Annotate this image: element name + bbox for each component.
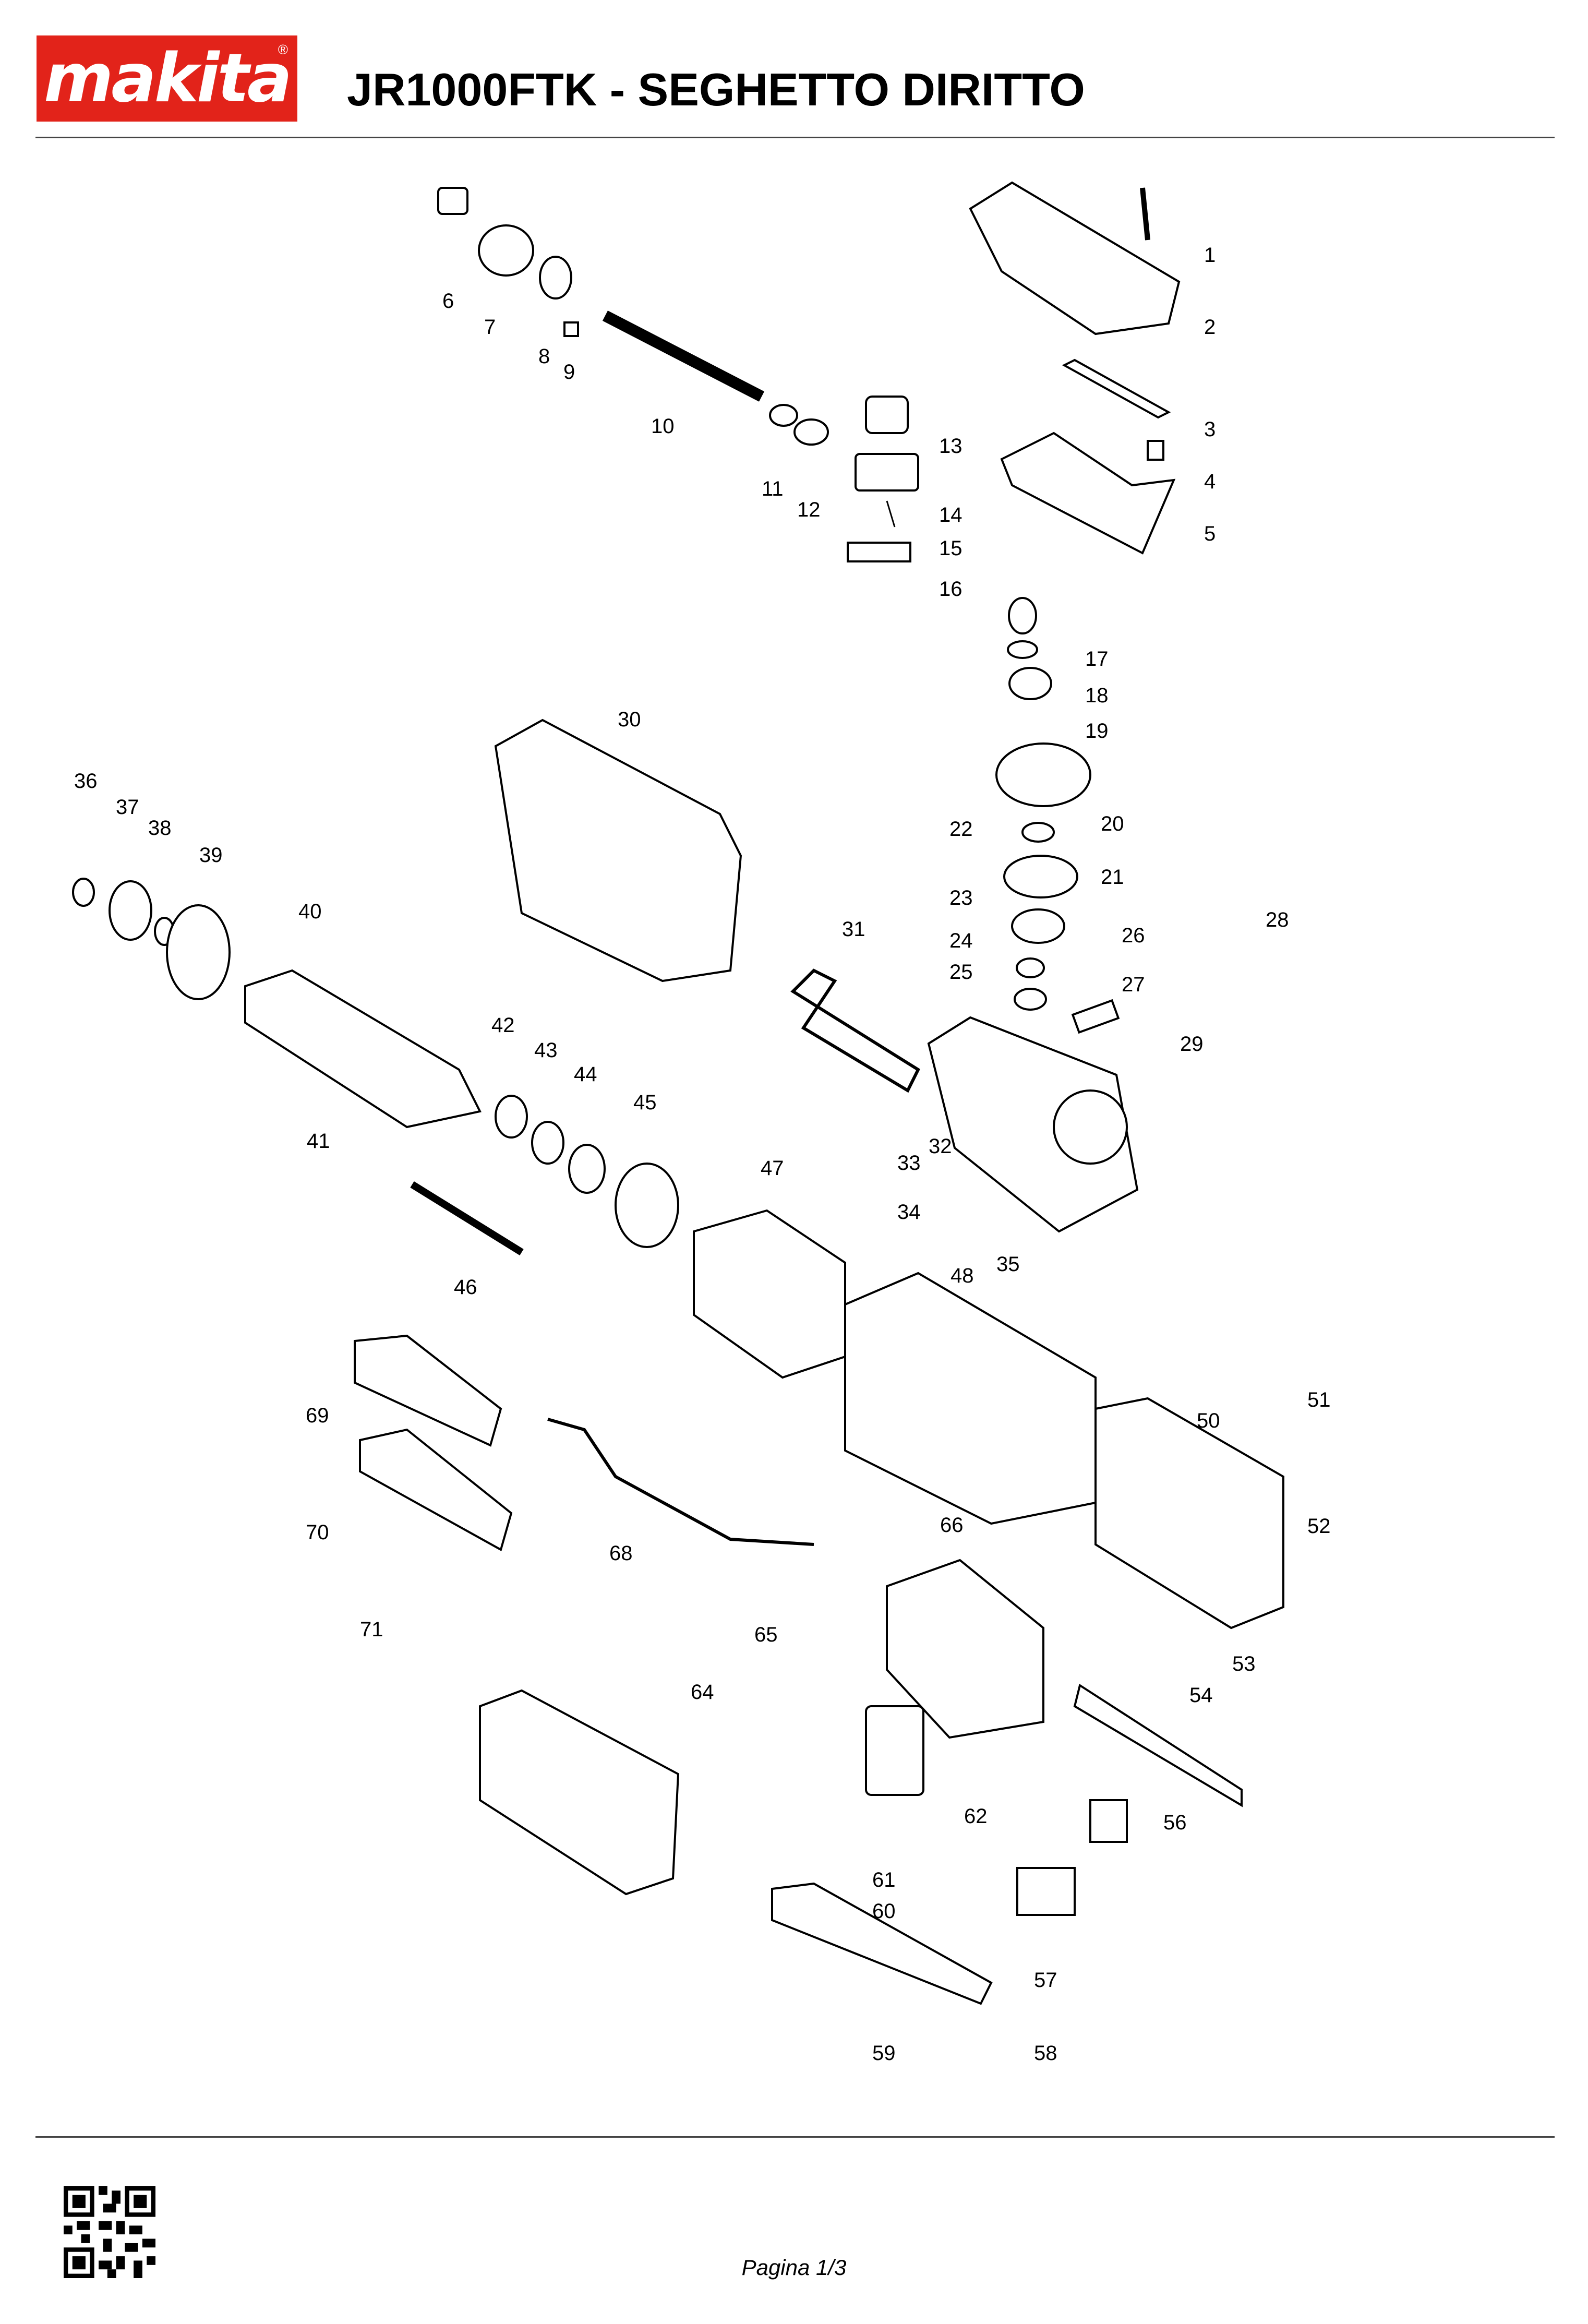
handle-cover (771, 1882, 993, 2005)
callout-label: 48 (951, 1264, 974, 1287)
callout-label: 53 (1232, 1652, 1256, 1675)
callout-label: 71 (360, 1618, 383, 1641)
callout-label: 28 (1266, 908, 1289, 931)
callout-label: 33 (897, 1152, 921, 1175)
callout-label: 13 (939, 435, 963, 458)
callout-label: 14 (939, 504, 963, 526)
callout-label: 43 (534, 1039, 558, 1062)
callout-label: 24 (949, 929, 973, 952)
motor-housing (844, 1272, 1097, 1525)
armature-assembly (72, 878, 679, 1255)
carbon-brush (1089, 1799, 1128, 1843)
callout-label: 41 (307, 1130, 330, 1153)
callout-label: 62 (964, 1805, 988, 1828)
registered-mark-icon: ® (278, 42, 288, 57)
callout-label: 70 (306, 1521, 329, 1544)
controller-upper (354, 1334, 502, 1447)
callout-label: 6 (442, 290, 454, 313)
callout-label: 46 (454, 1276, 477, 1299)
callout-label: 27 (1122, 973, 1145, 996)
switch-holder (886, 1559, 1044, 1739)
cord-guard (1016, 1867, 1076, 1916)
callout-label: 16 (939, 578, 963, 601)
brand-wordmark: makita (43, 40, 292, 117)
callout-label: 56 (1163, 1811, 1187, 1834)
callout-label: 29 (1180, 1033, 1204, 1056)
field-core (693, 1209, 846, 1379)
callout-label: 2 (1204, 316, 1216, 339)
callout-label: 39 (199, 844, 223, 867)
callout-label: 32 (929, 1135, 952, 1158)
callout-label: 68 (609, 1542, 633, 1565)
callout-label: 18 (1085, 684, 1109, 707)
callout-label: 8 (538, 345, 550, 368)
callout-label: 5 (1204, 522, 1216, 545)
callout-label: 58 (1034, 2042, 1057, 2065)
callout-label: 12 (797, 498, 821, 521)
callout-label: 47 (761, 1157, 784, 1180)
callout-label: 42 (491, 1014, 515, 1037)
qr-code-icon (64, 2186, 155, 2278)
callout-label: 10 (651, 415, 675, 438)
callout-label: 37 (116, 796, 139, 819)
strain-relief (1073, 1683, 1243, 1807)
callout-label: 50 (1197, 1409, 1220, 1432)
callout-label: 44 (574, 1063, 597, 1086)
controller-lower (359, 1428, 513, 1551)
callout-label: 65 (754, 1623, 778, 1646)
callout-label: 64 (691, 1681, 714, 1704)
callout-label: 21 (1101, 866, 1124, 889)
page-title: JR1000FTK - SEGHETTO DIRITTO (347, 64, 1085, 115)
callout-labels: 1 2 3 4 5 6 7 8 9 10 11 12 13 14 15 16 1… (74, 244, 1331, 2065)
callout-label: 38 (148, 817, 172, 840)
plunger-assembly (437, 187, 919, 562)
callout-label: 69 (306, 1404, 329, 1427)
gear-stack (927, 597, 1139, 1233)
header-divider (35, 137, 1555, 138)
callout-label: 57 (1034, 1969, 1057, 1992)
callout-label: 61 (872, 1868, 896, 1891)
callout-label: 54 (1189, 1684, 1213, 1707)
callout-label: 31 (842, 918, 865, 941)
wiring-harness (547, 1418, 814, 1546)
callout-label: 66 (940, 1514, 964, 1537)
callout-label: 30 (618, 708, 641, 731)
gear-housing (494, 718, 742, 983)
callout-label: 40 (298, 900, 322, 923)
callout-label: 60 (872, 1900, 896, 1923)
callout-label: 52 (1307, 1515, 1331, 1538)
footer-divider (35, 2136, 1555, 2138)
callout-label: 22 (949, 818, 973, 841)
callout-label: 15 (939, 537, 963, 560)
callout-label: 26 (1122, 924, 1145, 947)
callout-label: 36 (74, 770, 98, 793)
callout-label: 23 (949, 887, 973, 909)
callout-label: 17 (1085, 648, 1109, 670)
exploded-parts-diagram: 1 2 3 4 5 6 7 8 9 10 11 12 13 14 15 16 1… (72, 181, 1331, 2065)
callout-label: 35 (996, 1253, 1020, 1276)
handle-half (1094, 1397, 1284, 1630)
wire-clip (790, 968, 920, 1093)
switch (865, 1705, 924, 1796)
callout-label: 59 (872, 2042, 896, 2065)
page-number: Pagina 1/3 (741, 2255, 847, 2280)
callout-label: 3 (1204, 418, 1216, 441)
makita-logo: makita ® (37, 35, 297, 122)
callout-label: 4 (1204, 470, 1216, 493)
callout-label: 51 (1307, 1388, 1331, 1411)
callout-label: 34 (897, 1201, 921, 1224)
callout-label: 1 (1204, 244, 1216, 267)
callout-label: 19 (1085, 720, 1109, 742)
callout-label: 20 (1101, 812, 1124, 835)
callout-label: 45 (633, 1091, 657, 1114)
callout-label: 25 (949, 961, 973, 984)
motor-cover (479, 1689, 680, 1896)
callout-label: 11 (762, 477, 784, 500)
callout-label: 9 (563, 361, 575, 384)
callout-label: 7 (484, 316, 496, 339)
blade-shoe-assembly (969, 181, 1181, 555)
